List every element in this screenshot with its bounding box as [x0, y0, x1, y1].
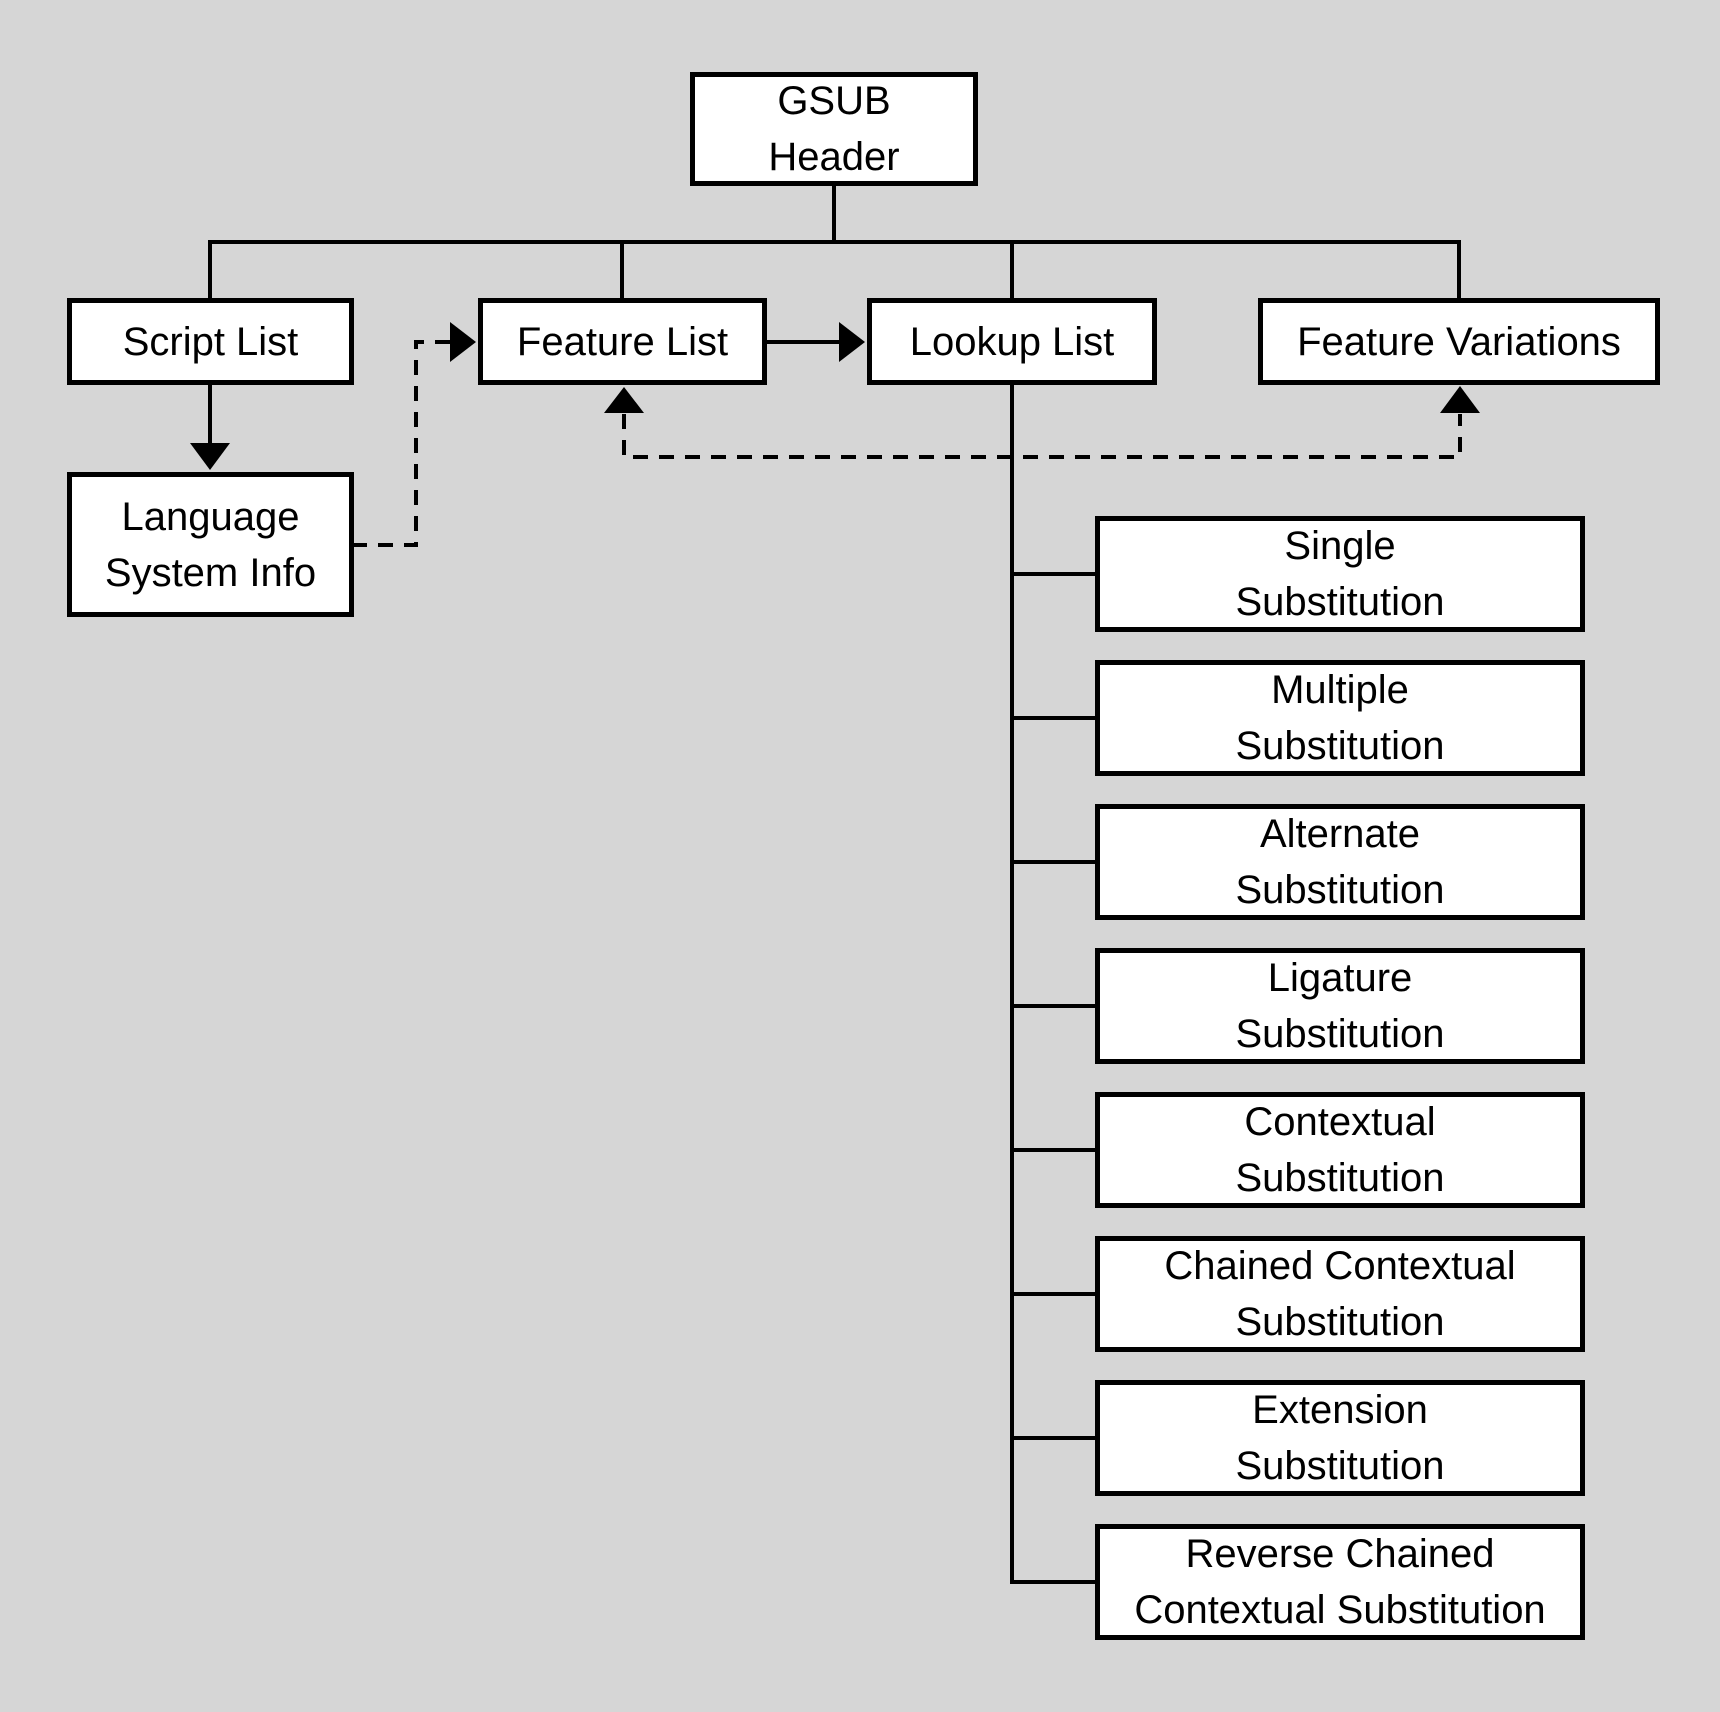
- node-label-line: Lookup List: [909, 319, 1115, 364]
- node-label-line: Language: [121, 494, 300, 539]
- node-label-line: Substitution: [1235, 868, 1445, 912]
- node-extension-substitution: Extension Substitution: [1095, 1380, 1585, 1496]
- arrowhead-featurevariations-icon: [1440, 386, 1480, 413]
- node-label-line: GSUB: [777, 79, 891, 123]
- connector-top-bus: [208, 240, 1461, 300]
- arrowhead-featurelist-icon: [450, 322, 476, 362]
- node-single-substitution: Single Substitution: [1095, 516, 1585, 632]
- node-label-line: Substitution: [1235, 1444, 1445, 1488]
- connector-featurevariations-featurelist-dashed: [622, 414, 1462, 459]
- node-label-line: Substitution: [1235, 1156, 1445, 1200]
- node-chained-contextual-substitution: Chained Contextual Substitution: [1095, 1236, 1585, 1352]
- arrowhead-lookuplist-icon: [839, 322, 865, 362]
- node-ligature-substitution: Ligature Substitution: [1095, 948, 1585, 1064]
- node-alternate-substitution: Alternate Substitution: [1095, 804, 1585, 920]
- node-label-line: Reverse Chained: [1185, 1532, 1495, 1576]
- node-label-line: Feature Variations: [1297, 319, 1621, 364]
- node-label-line: Header: [768, 135, 900, 179]
- connector-lookup-branches: [1010, 572, 1097, 1584]
- node-label-line: Single: [1284, 524, 1396, 568]
- node-label-line: Contextual: [1244, 1100, 1436, 1144]
- node-label-line: Script List: [122, 319, 299, 364]
- node-label-line: Extension: [1252, 1388, 1428, 1432]
- arrowhead-langsys-icon: [190, 443, 230, 470]
- node-contextual-substitution: Contextual Substitution: [1095, 1092, 1585, 1208]
- arrowhead-featurelist-bottom-icon: [604, 387, 644, 413]
- connector-langsys-featurelist-dashed: [352, 340, 450, 547]
- node-label-line: Alternate: [1259, 812, 1421, 856]
- node-gsub-header: GSUB Header: [690, 72, 978, 186]
- node-multiple-substitution: Multiple Substitution: [1095, 660, 1585, 776]
- node-label-line: Contextual Substitution: [1134, 1588, 1546, 1632]
- node-feature-variations: Feature Variations: [1258, 298, 1660, 385]
- node-label-line: System Info: [104, 550, 317, 595]
- node-script-list: Script List: [67, 298, 354, 385]
- node-label-line: Feature List: [516, 319, 729, 364]
- node-label-line: Substitution: [1235, 724, 1445, 768]
- node-label-line: Substitution: [1235, 580, 1445, 624]
- node-feature-list: Feature List: [478, 298, 767, 385]
- node-language-system-info: Language System Info: [67, 472, 354, 617]
- node-label-line: Chained Contextual: [1164, 1244, 1516, 1288]
- node-label-line: Ligature: [1267, 956, 1413, 1000]
- node-lookup-list: Lookup List: [867, 298, 1157, 385]
- node-label-line: Substitution: [1235, 1012, 1445, 1056]
- node-label-line: Substitution: [1235, 1300, 1445, 1344]
- node-reverse-chained-contextual-substitution: Reverse Chained Contextual Substitution: [1095, 1524, 1585, 1640]
- node-label-line: Multiple: [1271, 668, 1409, 712]
